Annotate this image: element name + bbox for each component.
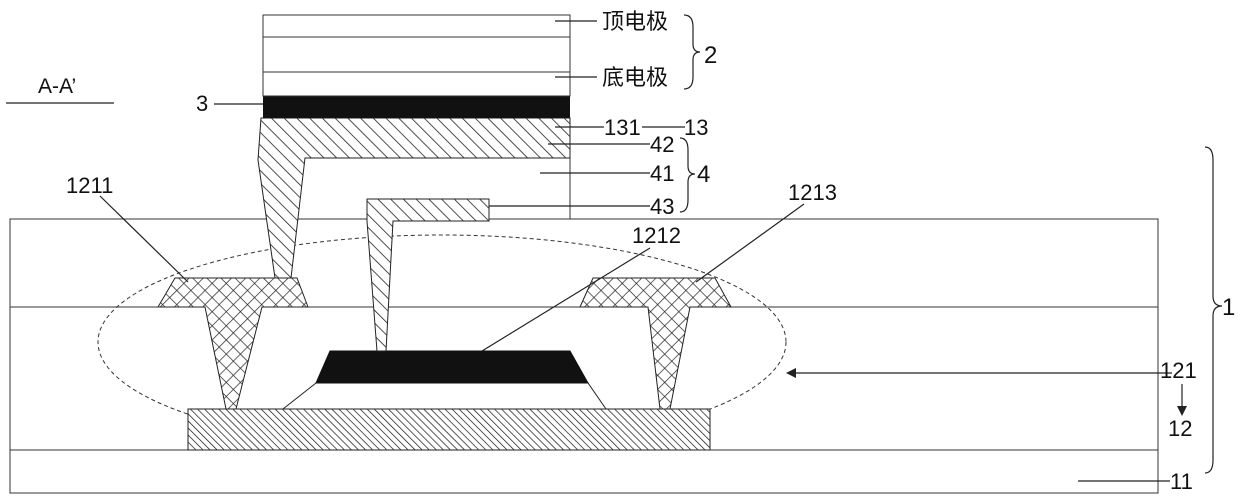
element-1212-base: [283, 383, 606, 409]
label-43: 43: [650, 194, 674, 219]
label-bottom-electrode: 底电极: [602, 66, 668, 91]
label-1213: 1213: [788, 180, 837, 205]
label-121: 121: [1160, 358, 1197, 383]
label-131: 131: [604, 115, 641, 140]
label-42: 42: [650, 132, 674, 157]
label-top-electrode: 顶电极: [602, 10, 668, 35]
brace-4: [680, 138, 695, 212]
arrowhead-121-12: [1177, 406, 1187, 416]
layer-3: [263, 96, 570, 118]
element-1212-cap: [316, 351, 588, 383]
label-12: 12: [1168, 416, 1192, 441]
section-label: A-A’: [38, 75, 76, 98]
label-13: 13: [684, 115, 708, 140]
label-2: 2: [704, 42, 717, 69]
label-3: 3: [196, 91, 208, 116]
label-1211: 1211: [66, 173, 113, 198]
brace-1: [1205, 147, 1222, 473]
brace-2: [684, 15, 700, 89]
label-11: 11: [1170, 469, 1193, 494]
label-4: 4: [697, 161, 710, 188]
electrode-stack-2: [263, 15, 570, 96]
bottom-hatched-layer: [188, 409, 710, 450]
label-41: 41: [650, 161, 674, 186]
label-1: 1: [1222, 294, 1235, 321]
substrate-block: [10, 219, 1158, 493]
label-1212: 1212: [632, 223, 681, 248]
